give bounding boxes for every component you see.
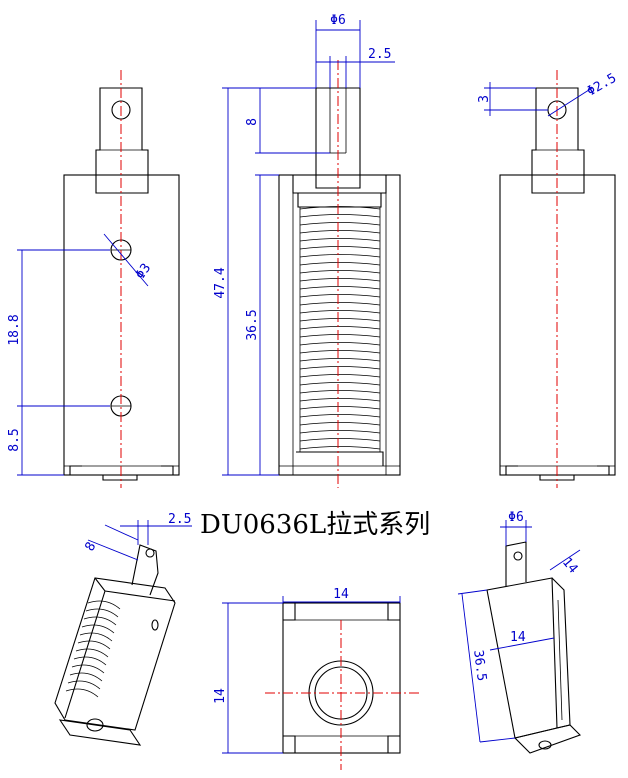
- dim-iso-14-a: 14: [559, 555, 581, 577]
- iso-view-left: 8 2.5: [54, 512, 192, 746]
- left-view: 18.8 8.5 Φ3: [7, 70, 180, 488]
- dim-dia3: Φ3: [133, 261, 154, 282]
- dim-47-4: 47.4: [213, 267, 228, 298]
- dim-8-front: 8: [245, 118, 260, 126]
- dim-3-right: 3: [477, 95, 492, 103]
- left-plunger-tab: [95, 87, 149, 194]
- iso-right-body: [486, 577, 558, 739]
- iso-view-right: Φ6 14 14 36.5: [457, 510, 582, 754]
- center-body-outline: [278, 174, 401, 476]
- dim-iso-14-b: 14: [510, 630, 526, 645]
- dim-iso-2-5: 2.5: [168, 512, 191, 527]
- dim-8-5: 8.5: [7, 428, 22, 451]
- right-plunger-tab: [531, 87, 585, 194]
- iso-left-tab: [131, 544, 159, 596]
- dim-iso-36-5: 36.5: [470, 649, 489, 682]
- iso-left-spring: [65, 600, 121, 698]
- dim-18-8: 18.8: [7, 314, 22, 345]
- dim-end-14-width: 14: [333, 587, 349, 602]
- end-view: 14 14: [213, 587, 420, 770]
- dim-dia6-top: Φ6: [330, 13, 346, 28]
- dim-iso-8: 8: [82, 540, 99, 554]
- drawing-title: DU0636L拉式系列: [200, 510, 430, 540]
- center-view: Φ6 2.5 47.4 8 36.5: [213, 13, 401, 488]
- right-view: 3 Φ2.5: [477, 70, 619, 488]
- dim-dia2-5-right: Φ2.5: [585, 71, 620, 100]
- dim-2-5-top: 2.5: [368, 47, 391, 62]
- center-plunger: [315, 87, 361, 189]
- iso-right-tab: [505, 541, 527, 586]
- iso-left-body: [54, 577, 176, 731]
- dim-iso-dia6: Φ6: [508, 510, 524, 525]
- dim-end-14-height: 14: [213, 688, 228, 704]
- spring-coil: [299, 206, 381, 452]
- dim-36-5: 36.5: [245, 309, 260, 340]
